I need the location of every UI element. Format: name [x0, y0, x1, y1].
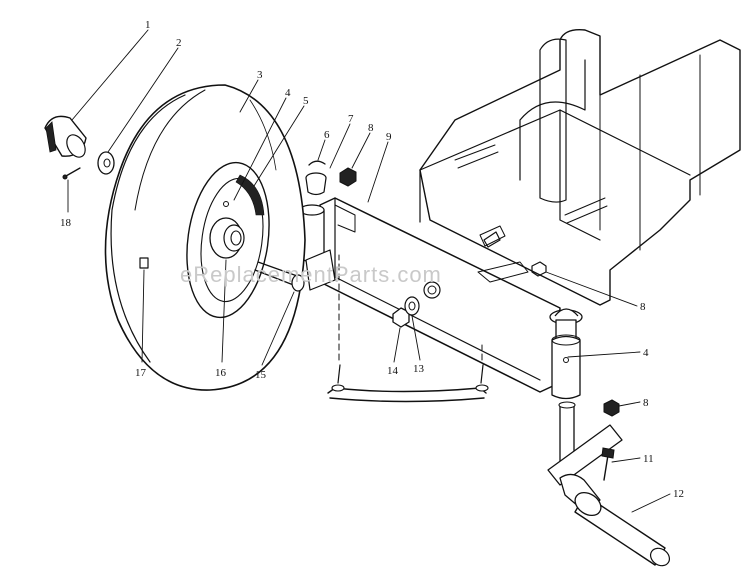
- callout-18: 18: [60, 217, 72, 229]
- callout-7: 7: [348, 113, 354, 125]
- part-13-washer: [404, 296, 420, 316]
- part-1-cap: [44, 115, 87, 158]
- spindle-shaft: [574, 491, 671, 567]
- axle-beam: [319, 197, 561, 393]
- callout-16: 16: [215, 367, 227, 379]
- frame-bolt: [483, 231, 501, 248]
- callout-numbers: 1 2 3 4 5 6 7 8 9 18 17 16 15 14 13 8 4 …: [60, 19, 684, 500]
- callout-1: 1: [145, 19, 151, 31]
- leader-lines: [67, 29, 671, 513]
- callout-13: 13: [413, 363, 425, 375]
- callout-5: 5: [303, 95, 309, 107]
- callout-12: 12: [673, 488, 684, 500]
- part-8-nut-top: [339, 167, 357, 187]
- watermark: eReplacementParts.com: [180, 262, 442, 287]
- callout-14: 14: [387, 365, 399, 377]
- callout-9: 9: [386, 131, 392, 143]
- callout-4-upper: 4: [285, 87, 291, 99]
- callout-11: 11: [643, 453, 654, 465]
- part-18-pin: [62, 167, 81, 180]
- part-7-bushing: [305, 172, 327, 196]
- callout-2: 2: [176, 37, 182, 49]
- axle-bolt-15: [254, 261, 305, 292]
- callout-3: 3: [257, 69, 263, 81]
- callout-8-top: 8: [368, 122, 374, 134]
- tie-rod: [327, 254, 489, 403]
- part-6-clip: [308, 160, 326, 166]
- callout-8-frame: 8: [640, 301, 646, 313]
- callout-17: 17: [135, 367, 147, 379]
- bolt-11: [601, 447, 615, 481]
- callout-6: 6: [324, 129, 330, 141]
- tractor-frame: [419, 29, 741, 306]
- part-4-cap-right: [554, 308, 579, 317]
- right-spindle: [547, 309, 623, 513]
- part-17-valve: [139, 257, 149, 269]
- callout-4-lower: 4: [643, 347, 649, 359]
- callout-8-lower: 8: [643, 397, 649, 409]
- callout-15: 15: [255, 369, 267, 381]
- part-8-nut-lower: [603, 399, 620, 417]
- wheel-rim: [186, 161, 270, 319]
- part-2-washer: [97, 151, 115, 175]
- part-14-nut: [392, 307, 410, 328]
